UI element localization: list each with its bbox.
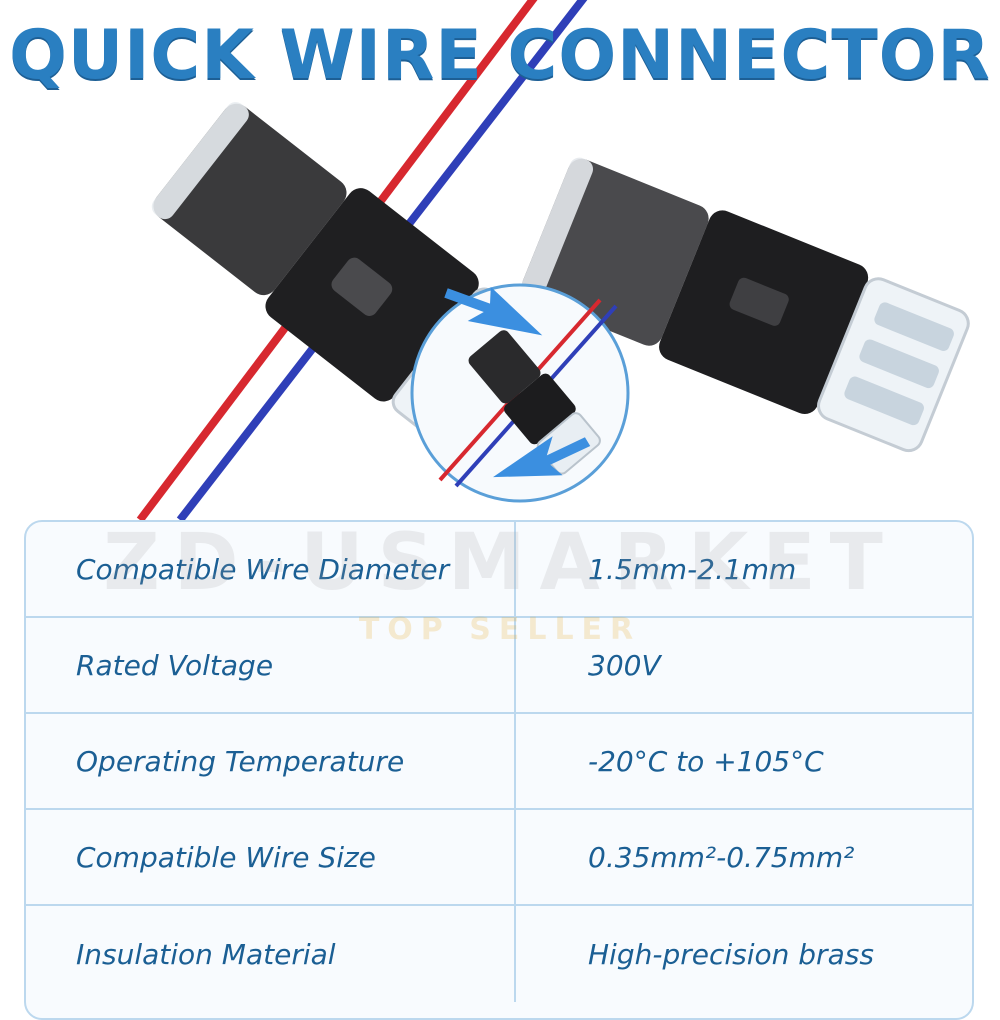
arrow-in-icon [444, 286, 543, 336]
arrow-out-icon [493, 436, 591, 478]
column-divider [514, 522, 516, 616]
table-row: Compatible Wire Size 0.35mm²-0.75mm² [26, 810, 972, 906]
page-title: QUICK WIRE CONNECTOR [9, 16, 991, 95]
column-divider [514, 810, 516, 904]
spec-label: Rated Voltage [76, 648, 274, 682]
spec-value: 0.35mm²-0.75mm² [588, 840, 855, 874]
column-divider [514, 618, 516, 712]
spec-label: Insulation Material [76, 937, 336, 971]
table-row: Rated Voltage 300V [26, 618, 972, 714]
table-row: Compatible Wire Diameter 1.5mm-2.1mm [26, 522, 972, 618]
column-divider [514, 714, 516, 808]
column-divider [514, 906, 516, 1002]
inset-illustration [410, 283, 630, 503]
table-row: Operating Temperature -20°C to +105°C [26, 714, 972, 810]
spec-value: -20°C to +105°C [588, 744, 824, 778]
spec-value: 1.5mm-2.1mm [588, 552, 797, 586]
spec-value: High-precision brass [588, 937, 874, 971]
product-photo [136, 0, 970, 520]
spec-value: 300V [588, 648, 661, 682]
table-row: Insulation Material High-precision brass [26, 906, 972, 1002]
spec-label: Compatible Wire Size [76, 840, 376, 874]
spec-table: Compatible Wire Diameter 1.5mm-2.1mm Rat… [24, 520, 974, 1020]
spec-label: Operating Temperature [76, 744, 405, 778]
spec-label: Compatible Wire Diameter [76, 552, 450, 586]
